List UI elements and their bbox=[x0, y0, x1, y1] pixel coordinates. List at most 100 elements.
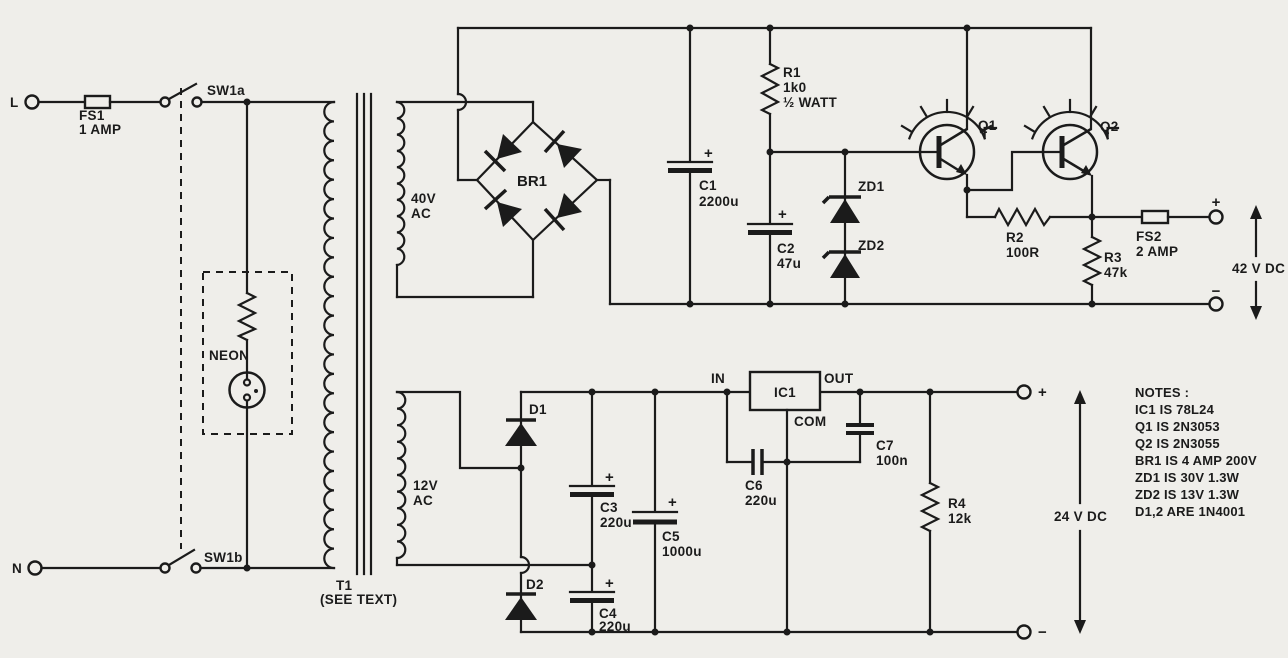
lv-output: + − 24 V DC bbox=[1016, 384, 1107, 641]
bridge-diode bbox=[543, 129, 582, 168]
zd2-label: ZD2 bbox=[858, 238, 884, 253]
heatsink-icon bbox=[1023, 98, 1120, 140]
live-label: L bbox=[10, 95, 19, 110]
c3-polarity: + bbox=[605, 469, 614, 486]
notes-heading: NOTES : bbox=[1135, 385, 1189, 400]
42v-output-label: 42 V DC bbox=[1232, 261, 1285, 276]
switch-sw1a bbox=[159, 82, 203, 108]
capacitor-c5: + C5 1000u bbox=[631, 390, 702, 634]
42v-plus-sign: + bbox=[1212, 194, 1221, 211]
c1-ref: C1 bbox=[699, 178, 717, 193]
c4-value: 220u bbox=[599, 619, 631, 634]
switch-sw1b bbox=[159, 548, 202, 574]
r4-value: 12k bbox=[948, 511, 972, 526]
pass-transistors: Q1 Q2 R2 bbox=[900, 26, 1127, 306]
d1-label: D1 bbox=[529, 402, 547, 417]
heatsink-icon bbox=[900, 98, 998, 140]
ic1-pin-com: COM bbox=[794, 414, 826, 429]
note-line: D1,2 ARE 1N4001 bbox=[1135, 504, 1245, 519]
r3-ref: R3 bbox=[1104, 250, 1122, 265]
neon-indicator: NEON bbox=[202, 100, 293, 570]
capacitor-c6: C6 220u bbox=[725, 390, 862, 508]
c3-value: 220u bbox=[600, 515, 632, 530]
r1-value: 1k0 bbox=[783, 80, 806, 95]
c6-value: 220u bbox=[745, 493, 777, 508]
q1-label: Q1 bbox=[978, 118, 997, 133]
note-line: Q2 IS 2N3055 bbox=[1135, 436, 1220, 451]
c4-polarity: + bbox=[605, 575, 614, 592]
resistor-r3: R3 47k bbox=[1081, 215, 1127, 306]
c6-ref: C6 bbox=[745, 478, 763, 493]
fs2-ref: FS2 bbox=[1136, 229, 1162, 244]
transformer-t1: 40V AC 12V AC T1 (SEE TEXT) bbox=[320, 92, 438, 607]
zener-zd1: ZD1 bbox=[821, 150, 885, 306]
q1-emitter-to-q2-base bbox=[965, 150, 1064, 192]
c2-polarity: + bbox=[778, 206, 787, 223]
note-line: ZD2 IS 13V 1.3W bbox=[1135, 487, 1240, 502]
lv-ac-label: AC bbox=[413, 493, 433, 508]
secondary-40v-winding bbox=[395, 100, 406, 267]
t1-ref: T1 bbox=[336, 578, 353, 593]
c1-polarity: + bbox=[704, 145, 713, 162]
resistor-r1: R1 1k0 ½ WATT bbox=[759, 26, 837, 154]
c5-value: 1000u bbox=[662, 544, 702, 559]
fuse-fs1 bbox=[83, 94, 112, 110]
terminal-24v-plus bbox=[1016, 384, 1032, 400]
t1-note: (SEE TEXT) bbox=[320, 592, 397, 607]
wire-hop bbox=[456, 92, 468, 112]
ic1-ref: IC1 bbox=[774, 385, 796, 400]
c4-ref: C4 bbox=[599, 606, 617, 621]
capacitor-c7: C7 100n bbox=[846, 390, 908, 468]
q2-label: Q2 bbox=[1100, 119, 1119, 134]
c1-value: 2200u bbox=[699, 194, 739, 209]
ic1-pin-in: IN bbox=[711, 371, 725, 386]
br1-label: BR1 bbox=[517, 173, 547, 190]
c3-ref: C3 bbox=[600, 500, 618, 515]
hv-voltage-label: 40V bbox=[411, 191, 436, 206]
secondary-12v-winding bbox=[395, 390, 407, 560]
c5-polarity: + bbox=[668, 494, 677, 511]
c2-value: 47u bbox=[777, 256, 801, 271]
note-line: Q1 IS 2N3053 bbox=[1135, 419, 1220, 434]
mains-input: L FS1 1 AMP SW1a bbox=[10, 82, 336, 576]
r4-ref: R4 bbox=[948, 496, 966, 511]
diode-d2: D2 bbox=[505, 466, 544, 634]
zener-zd2: ZD2 bbox=[821, 238, 884, 278]
c7-ref: C7 bbox=[876, 438, 894, 453]
24v-range-arrow: 24 V DC bbox=[1054, 390, 1107, 634]
regulator-ic1: IC1 IN OUT COM bbox=[711, 370, 854, 634]
lv-regulator: + C5 1000u IC1 IN OUT COM C6 220u bbox=[519, 370, 1019, 636]
neutral-label: N bbox=[12, 561, 22, 576]
terminal-42v-minus bbox=[1208, 296, 1224, 312]
neon-label: NEON bbox=[209, 348, 249, 363]
42v-range-arrow: 42 V DC bbox=[1232, 205, 1285, 320]
lv-rectifier: D1 D2 + C3 220u + C4 2 bbox=[395, 390, 632, 634]
transistor-q2: Q2 bbox=[1023, 26, 1120, 219]
24v-minus-sign: − bbox=[1038, 624, 1047, 641]
zd1-label: ZD1 bbox=[858, 179, 885, 194]
bridge-diode bbox=[483, 188, 522, 227]
r1-ref: R1 bbox=[783, 65, 801, 80]
note-line: ZD1 IS 30V 1.3W bbox=[1135, 470, 1240, 485]
hv-output: FS2 2 AMP + − 42 V DC bbox=[1090, 194, 1285, 320]
ic1-pin-out: OUT bbox=[824, 371, 854, 386]
note-line: BR1 IS 4 AMP 200V bbox=[1135, 453, 1257, 468]
c7-value: 100n bbox=[876, 453, 908, 468]
r2-ref: R2 bbox=[1006, 230, 1024, 245]
24v-plus-sign: + bbox=[1038, 384, 1047, 401]
bridge-diode bbox=[483, 134, 522, 173]
sw1b-label: SW1b bbox=[204, 550, 243, 565]
fs1-ref: FS1 bbox=[79, 108, 105, 123]
capacitor-c1: + C1 2200u bbox=[666, 26, 739, 306]
resistor-r2: R2 100R bbox=[965, 188, 1094, 260]
primary-winding bbox=[323, 100, 336, 570]
notes-block: NOTES : IC1 IS 78L24 Q1 IS 2N3053 Q2 IS … bbox=[1135, 385, 1257, 519]
c5-ref: C5 bbox=[662, 529, 680, 544]
24v-output-label: 24 V DC bbox=[1054, 509, 1107, 524]
terminal-42v-plus bbox=[1208, 209, 1224, 225]
sw1a-label: SW1a bbox=[207, 83, 245, 98]
note-line: IC1 IS 78L24 bbox=[1135, 402, 1215, 417]
terminal-24v-minus bbox=[1016, 624, 1032, 640]
terminal-live bbox=[24, 94, 40, 110]
